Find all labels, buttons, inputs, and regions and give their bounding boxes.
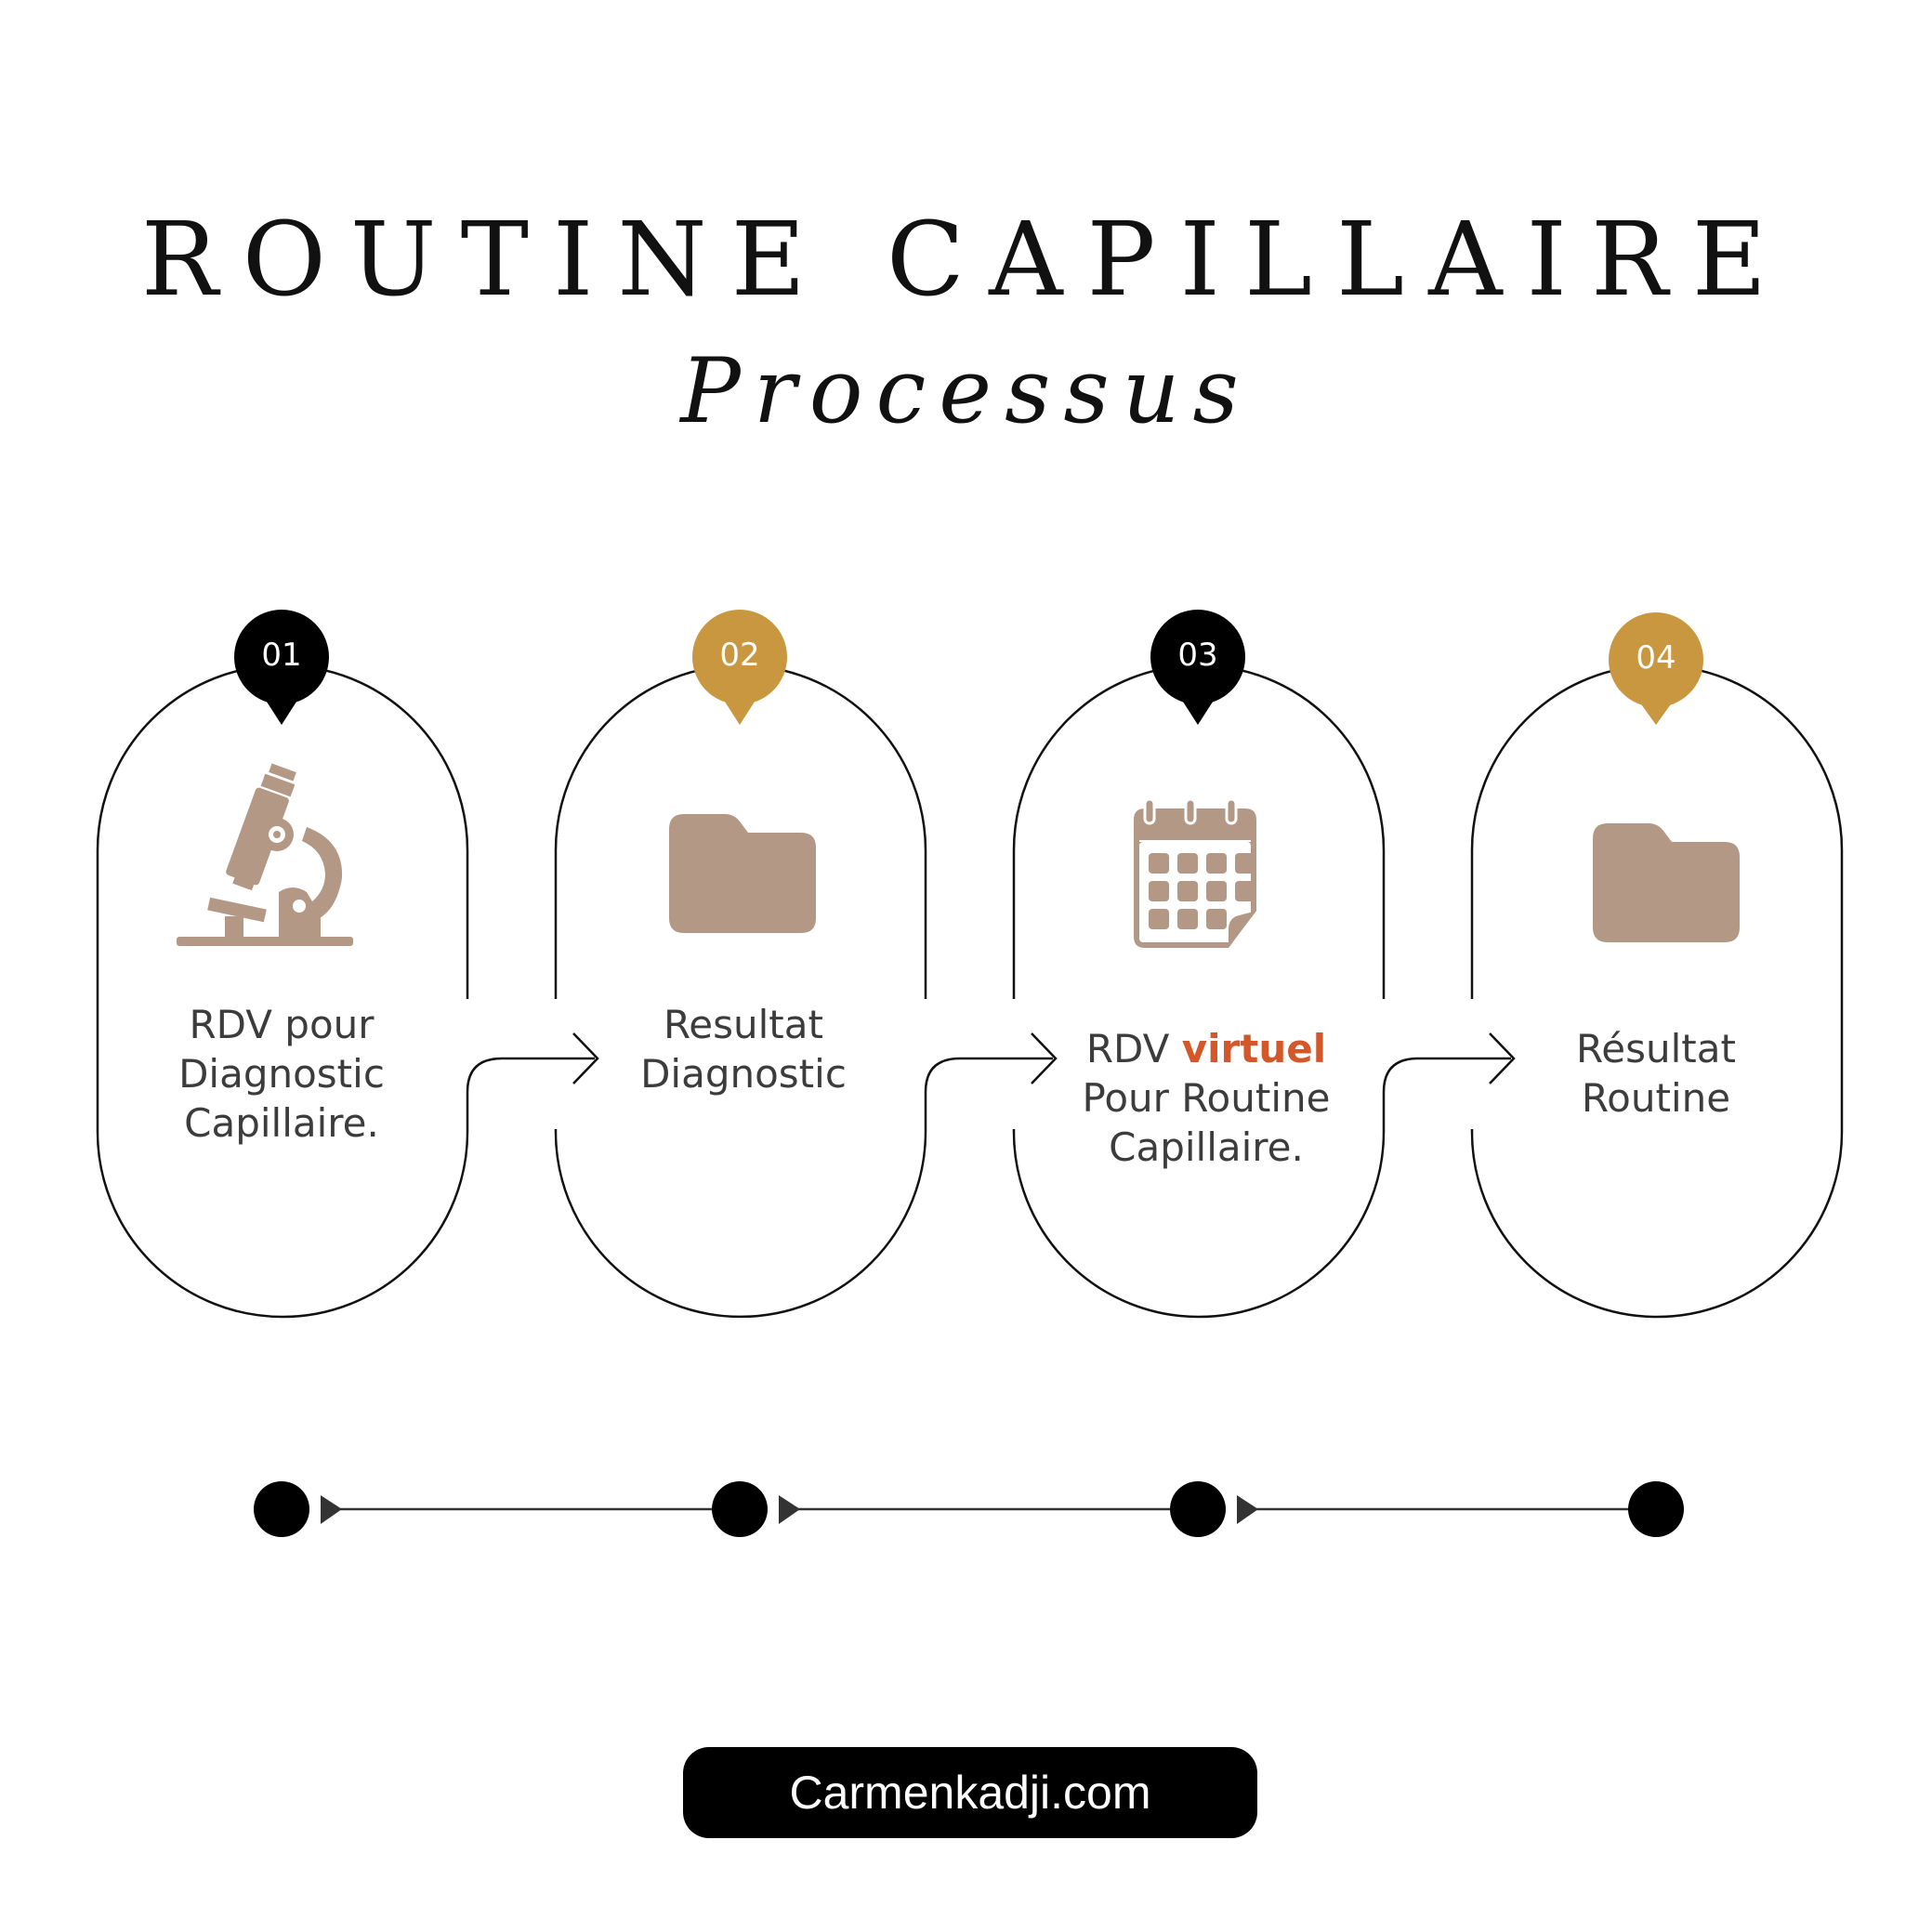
timeline-arrow-3 [1237, 1495, 1258, 1524]
timeline-arrow-2 [779, 1495, 800, 1524]
step-label-3: RDV virtuel Pour Routine Capillaire. [1082, 1026, 1331, 1170]
step-number-1: 01 [261, 637, 302, 674]
timeline-arrow-1 [321, 1495, 342, 1524]
page-subtitle: Processus [680, 339, 1252, 443]
calendar-day-cell [1149, 909, 1169, 929]
calendar-day-cell [1177, 853, 1198, 874]
timeline-dot-4 [1628, 1481, 1684, 1537]
calendar-day-cell [1206, 853, 1227, 874]
step-outline-1 [96, 664, 469, 1319]
microscope-icon [177, 763, 353, 946]
step-number-2: 02 [719, 637, 760, 674]
website-link[interactable]: Carmenkadji.com [683, 1747, 1257, 1838]
calendar-day-cell [1149, 881, 1169, 901]
step-label-2: Resultat Diagnostic [640, 1002, 847, 1097]
timeline-dot-1 [254, 1481, 309, 1537]
step-outline-4 [1470, 664, 1844, 1319]
step-badge-4 [1609, 612, 1703, 725]
step-badge-3 [1150, 610, 1245, 725]
calendar-day-cell [1235, 881, 1255, 901]
step-number-4: 04 [1636, 639, 1676, 677]
step-label-1: RDV pour Diagnostic Capillaire. [178, 1002, 385, 1146]
timeline-dot-3 [1170, 1481, 1226, 1537]
calendar-day-cell [1206, 881, 1227, 901]
timeline-dot-2 [712, 1481, 768, 1537]
calendar-day-cell [1206, 909, 1227, 929]
step-label-4: Résultat Routine [1576, 1026, 1736, 1121]
calendar-day-cell [1177, 881, 1198, 901]
folder-icon [1593, 823, 1740, 942]
calendar-day-cell [1177, 909, 1198, 929]
step-badge-2 [692, 610, 787, 725]
folder-icon [669, 814, 816, 933]
step-badge-1 [234, 610, 329, 725]
calendar-day-cell [1235, 853, 1255, 874]
highlight-word: virtuel [1181, 1026, 1327, 1071]
connector-arrow-2 [924, 1057, 1053, 1097]
calendar-day-cell [1149, 853, 1169, 874]
calendar-icon [1134, 797, 1256, 948]
connector-arrow-1 [466, 1057, 595, 1097]
connector-arrow-3 [1382, 1057, 1511, 1097]
page-title: ROUTINE CAPILLAIRE [140, 200, 1792, 319]
step-number-3: 03 [1177, 637, 1218, 674]
